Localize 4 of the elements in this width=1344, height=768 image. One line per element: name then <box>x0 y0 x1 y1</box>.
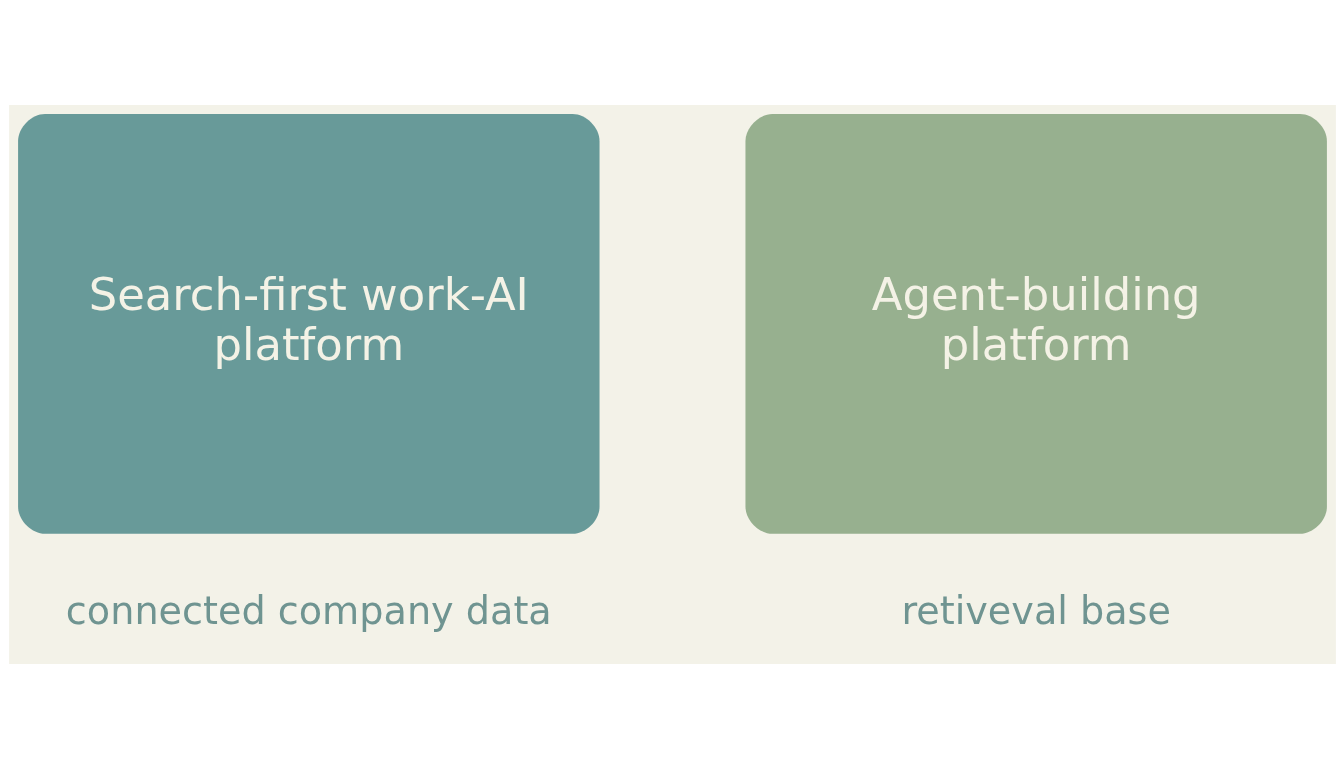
node-label: retiveval base <box>900 588 1171 633</box>
node-box: Search-first work-AI platform <box>17 113 600 534</box>
node-box: Agent-building platform <box>744 113 1327 534</box>
node-label: connected company data <box>65 588 552 633</box>
